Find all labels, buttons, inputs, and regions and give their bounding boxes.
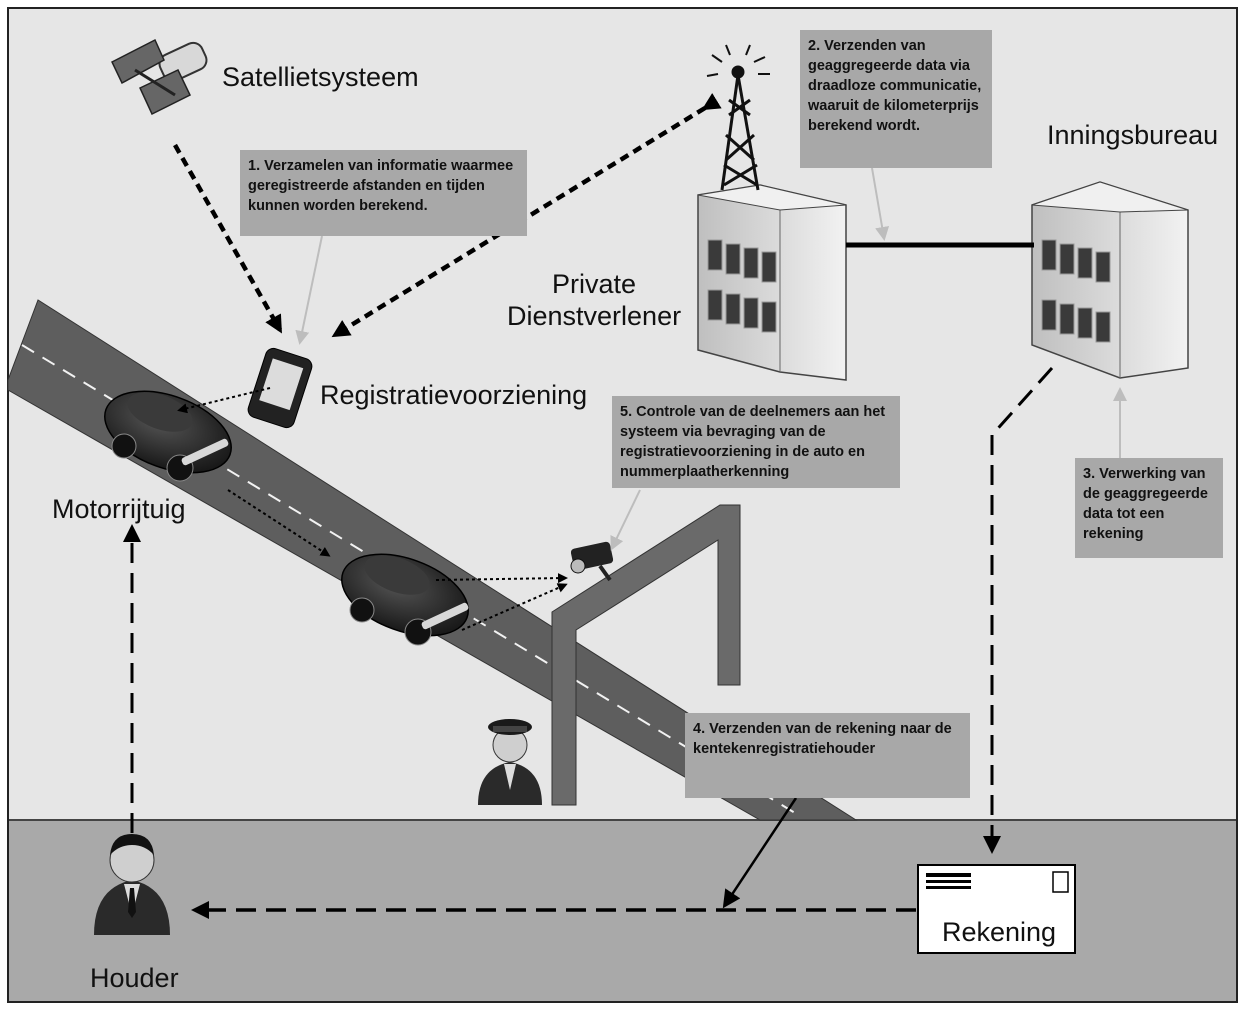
step1-text: 1. Verzamelen van informatie waarmee ger… bbox=[248, 158, 514, 214]
car-icon bbox=[341, 553, 469, 646]
radio-tower-icon bbox=[706, 44, 770, 191]
invoice-envelope-icon bbox=[917, 864, 1076, 954]
step3-text: 3. Verwerking van de geaggregeerde data … bbox=[1083, 466, 1208, 542]
recording-device-icon bbox=[247, 347, 313, 429]
satellite-icon bbox=[111, 38, 208, 116]
car-icon bbox=[104, 390, 232, 482]
gantry bbox=[551, 504, 741, 806]
officer-icon bbox=[478, 719, 542, 805]
dotted-arrows bbox=[177, 387, 568, 631]
step5-text: 5. Controle van de deelnemers aan het sy… bbox=[620, 404, 886, 480]
callout-pointers bbox=[295, 167, 1127, 551]
camera-icon bbox=[570, 541, 614, 582]
step4-text: 4. Verzenden van de rekening naar de ken… bbox=[693, 721, 952, 757]
holder-person-icon bbox=[94, 834, 170, 935]
collection-office-building bbox=[1031, 181, 1189, 379]
satellite-label: Satellietsysteem bbox=[222, 62, 419, 92]
step1-callout: 1. Verzamelen van informatie waarmee ger… bbox=[240, 150, 527, 236]
step2-text: 2. Verzenden van geaggregeerde data via … bbox=[808, 38, 982, 134]
recording-device-label: Registratievoorziening bbox=[320, 380, 588, 410]
invoice-label: Rekening bbox=[942, 917, 1057, 947]
collection-office-label: Inningsbureau bbox=[1047, 120, 1219, 150]
holder-label: Houder bbox=[90, 963, 179, 993]
step2-callout: 2. Verzenden van geaggregeerde data via … bbox=[800, 30, 992, 168]
vehicle-label: Motorrijtuig bbox=[52, 494, 186, 524]
private-provider-label: Private Dienstverlener bbox=[507, 269, 682, 331]
step3-callout: 3. Verwerking van de geaggregeerde data … bbox=[1075, 458, 1223, 558]
private-provider-building bbox=[697, 184, 847, 381]
step5-callout: 5. Controle van de deelnemers aan het sy… bbox=[612, 396, 900, 488]
step4-callout: 4. Verzenden van de rekening naar de ken… bbox=[685, 713, 970, 798]
